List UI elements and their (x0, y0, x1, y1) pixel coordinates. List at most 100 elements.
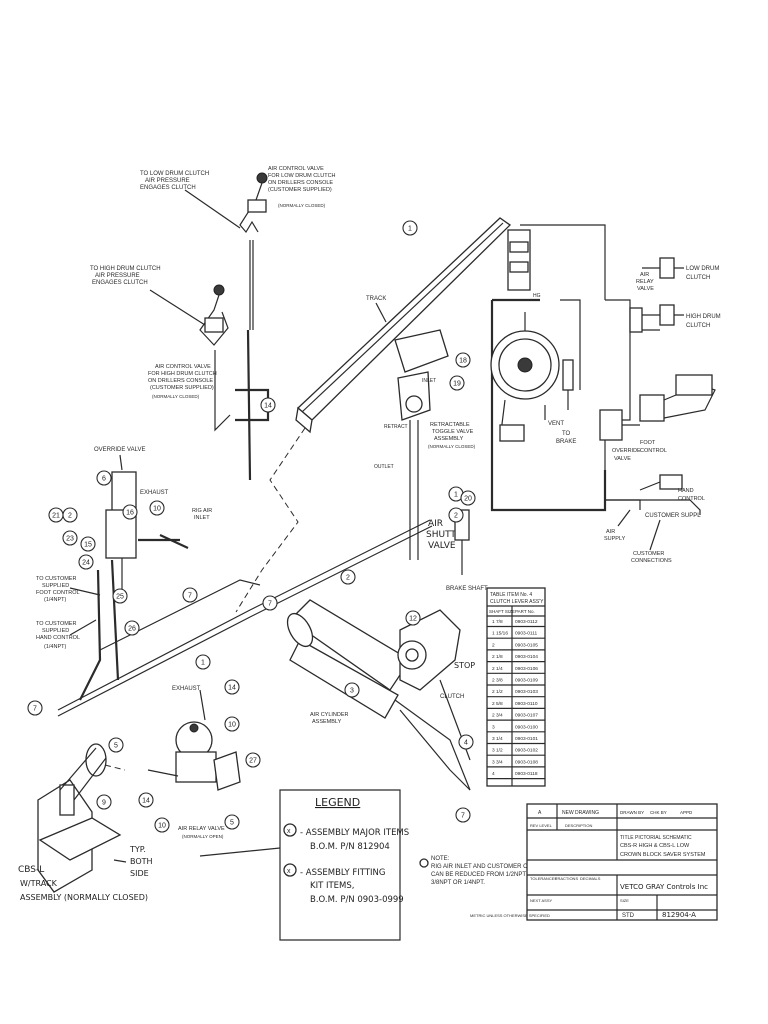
svg-text:VETCO GRAY Controls Inc: VETCO GRAY Controls Inc (620, 883, 708, 891)
item-bubble: 27 (245, 752, 261, 768)
svg-text:10: 10 (158, 823, 166, 830)
svg-text:CBS-L: CBS-L (18, 865, 44, 875)
svg-text:LEGEND: LEGEND (315, 796, 360, 809)
svg-text:16: 16 (126, 510, 134, 517)
svg-text:CLUTCH: CLUTCH (686, 323, 710, 329)
table-cell-shaft-size: 3 (492, 724, 495, 730)
svg-text:(NORMALLY OPEN): (NORMALLY OPEN) (182, 834, 224, 839)
svg-text:ASSEMBLY: ASSEMBLY (434, 436, 464, 442)
svg-text:NOTE:: NOTE: (431, 856, 450, 862)
item-bubble: 18 (455, 352, 471, 368)
label-brake-shaft: BRAKE SHAFT (446, 586, 488, 592)
svg-text:RIG AIR INLET AND CUSTOMER CON: RIG AIR INLET AND CUSTOMER CONNECTION (431, 864, 563, 870)
item-bubble: 4 (458, 734, 474, 750)
label-high-drum-clutch-right: HIGH DRUM CLUTCH (686, 314, 721, 329)
svg-text:SIDE: SIDE (130, 869, 149, 878)
item-bubble: 1 (195, 654, 211, 670)
leader-customer (69, 587, 101, 636)
item-bubble: 12 (405, 610, 421, 626)
label-override-valve-right: OVERRIDE VALVE (612, 448, 641, 462)
svg-text:x: x (287, 868, 291, 875)
svg-text:ASSEMBLY (NORMALLY CLOSED): ASSEMBLY (NORMALLY CLOSED) (20, 893, 148, 902)
svg-text:TYP.: TYP. (129, 845, 146, 854)
table-cell-part-no: 0903-0106 (515, 666, 538, 672)
label-rig-air-inlet: RIG AIR INLET (192, 508, 212, 521)
label-air-shuttle-valve: AIR SHUTTLE VALVE (426, 519, 467, 551)
svg-text:CROWN BLOCK SAVER SYSTEM: CROWN BLOCK SAVER SYSTEM (620, 852, 706, 858)
table-cell-shaft-size: 1 15/16 (492, 631, 508, 637)
svg-text:DESCRIPTION: DESCRIPTION (565, 823, 592, 828)
svg-text:VALVE: VALVE (428, 541, 456, 551)
svg-text:SHAFT SIZE: SHAFT SIZE (489, 609, 515, 614)
svg-text:CAN BE REDUCED FROM 1/2NPT TO: CAN BE REDUCED FROM 1/2NPT TO (431, 872, 536, 878)
table-cell-part-no: 0903-0102 (515, 748, 538, 754)
item-bubble: 2 (62, 507, 78, 523)
svg-text:DECIMALS: DECIMALS (580, 876, 601, 881)
svg-text:BOTH: BOTH (130, 857, 153, 866)
svg-text:18: 18 (459, 358, 467, 365)
label-air-relay-valve-right: AIR RELAY VALVE (636, 272, 654, 292)
svg-text:B.O.M. P/N 0903-0999: B.O.M. P/N 0903-0999 (310, 895, 404, 905)
label-foot-control: FOOT CONTROL (640, 440, 667, 454)
item-bubble: 23 (62, 530, 78, 546)
svg-text:ENGAGES CLUTCH: ENGAGES CLUTCH (140, 185, 196, 191)
svg-text:STD: STD (622, 913, 635, 919)
table-cell-shaft-size: 2 1/2 (492, 689, 503, 695)
item-bubble: 10 (149, 500, 165, 516)
svg-text:(CUSTOMER SUPPLIED): (CUSTOMER SUPPLIED) (150, 385, 214, 391)
leader-track (375, 302, 387, 323)
label-air-control-valve-low: AIR CONTROL VALVE FOR LOW DRUM CLUTCH ON… (268, 166, 336, 208)
svg-text:VALVE: VALVE (614, 456, 631, 462)
label-air-control-valve-high: AIR CONTROL VALVE FOR HIGH DRUM CLUTCH O… (148, 364, 217, 399)
item-bubble: 20 (460, 490, 476, 506)
svg-text:1: 1 (201, 660, 205, 667)
item-bubble: 16 (122, 504, 138, 520)
label-air-relay-valve: AIR RELAY VALVE (NORMALLY OPEN) (178, 826, 225, 839)
item-bubble: 7 (262, 595, 278, 611)
svg-text:7: 7 (33, 706, 37, 713)
svg-text:4: 4 (464, 740, 468, 747)
item-bubble: 14 (260, 397, 276, 413)
svg-text:(1/4NPT): (1/4NPT) (44, 644, 66, 650)
table-cell-shaft-size: 2 1/8 (492, 654, 503, 660)
label-inlet: INLET (422, 378, 436, 384)
table-cell-shaft-size: 3 1/4 (492, 736, 503, 742)
svg-text:12: 12 (409, 616, 417, 623)
svg-text:RIG AIR: RIG AIR (192, 508, 212, 514)
leader-high (149, 289, 206, 326)
item-bubble: 5 (224, 814, 240, 830)
secondary-air-line (99, 579, 261, 651)
svg-text:CHK BY: CHK BY (650, 810, 667, 815)
label-low-drum-clutch-right: LOW DRUM CLUTCH (686, 266, 719, 281)
svg-text:AIR CONTROL VALVE: AIR CONTROL VALVE (155, 364, 211, 370)
title-block: A NEW DRAWING REV LEVEL DESCRIPTION DRAW… (470, 803, 718, 921)
table-cell-shaft-size: 3 1/2 (492, 748, 503, 754)
svg-text:RELAY: RELAY (636, 279, 654, 285)
table-cell-part-no: 0903-0111 (515, 631, 538, 637)
svg-text:CUSTOMER: CUSTOMER (633, 551, 664, 557)
leader-typ (113, 859, 127, 863)
svg-text:812904-A: 812904-A (662, 911, 696, 919)
svg-text:KIT ITEMS,: KIT ITEMS, (310, 881, 354, 891)
svg-text:AIR CONTROL VALVE: AIR CONTROL VALVE (268, 166, 324, 172)
label-retract: RETRACT (384, 424, 408, 430)
label-customer-foot-control: TO CUSTOMER SUPPLIED FOOT CONTROL (1/4NP… (36, 576, 80, 603)
track-assembly (235, 217, 512, 613)
svg-text:TOLERANCES: TOLERANCES (530, 876, 557, 881)
item-bubbles: 1112223455677779101010121414141516181920… (27, 220, 476, 833)
svg-text:TO: TO (562, 431, 571, 437)
svg-text:27: 27 (249, 758, 257, 765)
svg-text:CLUTCH: CLUTCH (686, 275, 710, 281)
label-hg: HG (533, 293, 541, 299)
svg-text:7: 7 (188, 593, 192, 600)
svg-text:CONNECTIONS: CONNECTIONS (631, 558, 672, 564)
table-cell-part-no: 0903-0105 (515, 642, 538, 648)
table-cell-shaft-size: 2 5/8 (492, 701, 503, 707)
air-relay-valve-center (147, 689, 241, 791)
svg-text:W/TRACK: W/TRACK (20, 879, 58, 888)
low-drum-air-control-valve (239, 172, 268, 330)
svg-text:VALVE: VALVE (637, 286, 654, 292)
leader-high-2 (214, 350, 231, 432)
right-schematic (490, 224, 716, 515)
